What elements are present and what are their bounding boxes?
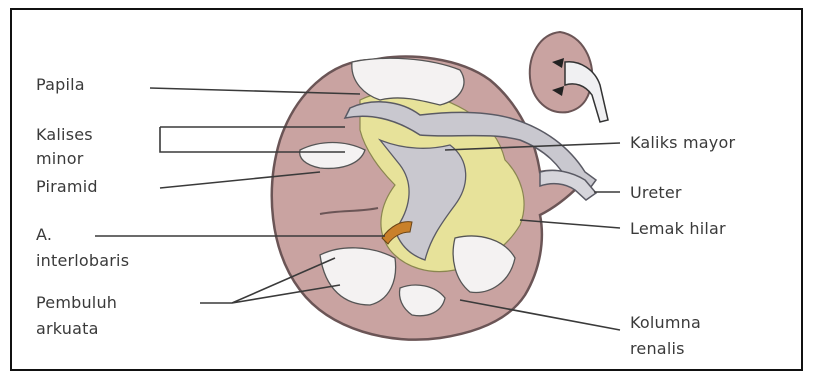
label-a: A.: [36, 224, 52, 246]
label-interlobaris: interlobaris: [36, 250, 129, 272]
label-kalises: Kalises: [36, 124, 93, 146]
label-arkuata: arkuata: [36, 318, 99, 340]
label-ureter: Ureter: [630, 182, 682, 204]
label-kaliks-mayor: Kaliks mayor: [630, 132, 735, 154]
label-renalis: renalis: [630, 338, 685, 360]
label-pembuluh: Pembuluh: [36, 292, 117, 314]
label-piramid: Piramid: [36, 176, 98, 198]
label-papila: Papila: [36, 74, 85, 96]
label-kolumna: Kolumna: [630, 312, 701, 334]
label-lemak-hilar: Lemak hilar: [630, 218, 726, 240]
label-minor: minor: [36, 148, 84, 170]
